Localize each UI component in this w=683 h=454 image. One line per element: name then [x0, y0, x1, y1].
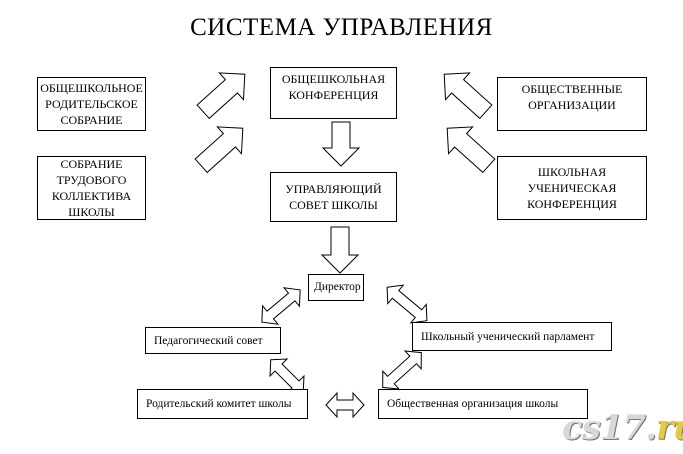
arrow-up-left-icon	[443, 72, 493, 120]
arrow-up-right-icon	[196, 72, 246, 120]
line: ШКОЛЬНАЯ	[537, 165, 607, 179]
box-school-conference: ОБЩЕШКОЛЬНАЯ КОНФЕРЕНЦИЯ	[270, 67, 397, 119]
box-pedagogical-council: Педагогический совет	[145, 327, 281, 354]
line: РОДИТЕЛЬСКОЕ	[45, 97, 138, 111]
line: СОБРАНИЕ	[60, 157, 123, 171]
line: ОБЩЕСТВЕННЫЕ	[521, 82, 623, 96]
arrow-up-right-icon	[194, 126, 244, 174]
line: КОНФЕРЕНЦИЯ	[527, 197, 617, 211]
line: КОЛЛЕКТИВА ШКОЛЫ	[51, 189, 132, 219]
double-arrow-icon	[325, 391, 365, 419]
label: Педагогический совет	[154, 334, 263, 347]
line: ОРГАНИЗАЦИИ	[528, 98, 616, 112]
double-arrow-icon	[261, 287, 301, 325]
box-governing-council: УПРАВЛЯЮЩИЙ СОВЕТ ШКОЛЫ	[270, 172, 397, 222]
box-student-conference: ШКОЛЬНАЯ УЧЕНИЧЕСКАЯ КОНФЕРЕНЦИЯ	[497, 156, 647, 220]
line: УЧЕНИЧЕСКАЯ	[527, 181, 617, 195]
diagram-title: СИСТЕМА УПРАВЛЕНИЯ	[190, 14, 493, 41]
box-parent-committee: Родительский комитет школы	[137, 389, 308, 419]
label: Общественная организация школы	[387, 398, 559, 410]
box-director: Директор	[308, 274, 364, 301]
watermark-text: cs17.	[562, 408, 657, 448]
line: КОНФЕРЕНЦИЯ	[288, 88, 379, 102]
arrow-down-icon	[320, 226, 360, 274]
double-arrow-icon	[382, 350, 422, 390]
label: Директор	[314, 281, 361, 293]
line: СОВЕТ ШКОЛЫ	[289, 198, 378, 212]
box-parent-meeting: ОБЩЕШКОЛЬНОЕ РОДИТЕЛЬСКОЕ СОБРАНИЕ	[37, 77, 146, 131]
watermark-logo: cs17.ru	[562, 408, 683, 448]
label: Школьный ученический парламент	[421, 330, 595, 343]
box-staff-meeting: СОБРАНИЕ ТРУДОВОГО КОЛЛЕКТИВА ШКОЛЫ	[37, 156, 146, 220]
label: Родительский комитет школы	[146, 398, 292, 410]
double-arrow-icon	[386, 284, 428, 324]
box-public-orgs: ОБЩЕСТВЕННЫЕ ОРГАНИЗАЦИИ	[497, 77, 647, 131]
line: УПРАВЛЯЮЩИЙ	[285, 182, 382, 196]
arrow-down-icon	[321, 121, 361, 167]
line: ОБЩЕШКОЛЬНАЯ	[281, 72, 386, 86]
line: СОБРАНИЕ	[60, 113, 123, 127]
line: ОБЩЕШКОЛЬНОЕ	[40, 81, 143, 95]
box-public-school-org: Общественная организация школы	[378, 389, 588, 419]
box-student-parliament: Школьный ученический парламент	[412, 322, 612, 351]
line: ТРУДОВОГО	[56, 173, 127, 187]
arrow-up-left-icon	[446, 126, 496, 174]
watermark-accent: ru	[656, 408, 683, 448]
